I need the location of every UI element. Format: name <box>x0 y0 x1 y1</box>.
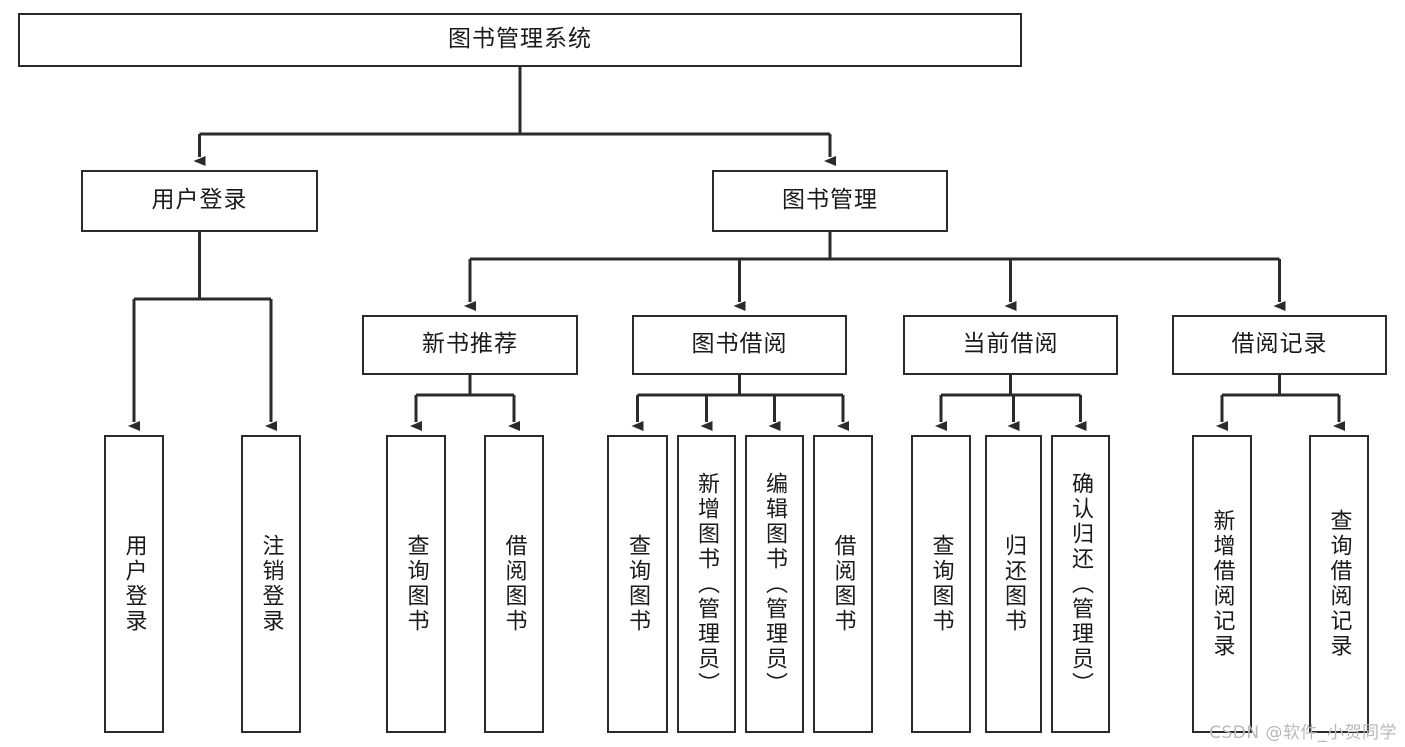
node-leaf-add-book-label: 新增图书（管理员） <box>694 471 720 697</box>
node-user-login[interactable]: 用户登录 <box>81 170 318 232</box>
node-leaf-edit-book[interactable]: 编辑图书（管理员） <box>745 435 804 733</box>
node-current-borrow[interactable]: 当前借阅 <box>903 315 1118 375</box>
node-leaf-query-book-1-label: 查询图书 <box>403 534 429 634</box>
node-leaf-query-book-2[interactable]: 查询图书 <box>607 435 668 733</box>
node-leaf-return-book-label: 归还图书 <box>1001 534 1027 634</box>
node-leaf-return-book[interactable]: 归还图书 <box>985 435 1042 733</box>
node-leaf-user-login-label: 用户登录 <box>121 534 147 634</box>
node-current-borrow-label: 当前借阅 <box>962 331 1059 358</box>
node-new-book-rec[interactable]: 新书推荐 <box>362 315 578 375</box>
node-leaf-add-record-label: 新增借阅记录 <box>1209 509 1235 659</box>
node-leaf-query-book-3[interactable]: 查询图书 <box>911 435 971 733</box>
node-book-borrow-label: 图书借阅 <box>691 331 788 358</box>
node-leaf-query-book-1[interactable]: 查询图书 <box>386 435 446 733</box>
node-leaf-borrow-book-2-label: 借阅图书 <box>830 534 856 634</box>
node-leaf-query-record-label: 查询借阅记录 <box>1326 509 1352 659</box>
node-leaf-borrow-book-1-label: 借阅图书 <box>501 534 527 634</box>
watermark-text: CSDN @软件_小贺同学 <box>1209 723 1397 743</box>
node-new-book-rec-label: 新书推荐 <box>422 331 518 358</box>
node-leaf-confirm-return-label: 确认归还（管理员） <box>1068 471 1094 697</box>
node-leaf-add-record[interactable]: 新增借阅记录 <box>1192 435 1252 733</box>
node-leaf-borrow-book-2[interactable]: 借阅图书 <box>813 435 873 733</box>
node-leaf-edit-book-label: 编辑图书（管理员） <box>762 471 788 697</box>
node-leaf-logout[interactable]: 注销登录 <box>241 435 301 733</box>
node-leaf-add-book[interactable]: 新增图书（管理员） <box>677 435 736 733</box>
node-leaf-query-book-2-label: 查询图书 <box>625 534 651 634</box>
node-leaf-logout-label: 注销登录 <box>258 534 284 634</box>
node-book-manage-label: 图书管理 <box>782 187 878 214</box>
node-leaf-query-record[interactable]: 查询借阅记录 <box>1309 435 1369 733</box>
node-leaf-user-login[interactable]: 用户登录 <box>104 435 164 733</box>
node-root[interactable]: 图书管理系统 <box>18 13 1022 67</box>
node-leaf-borrow-book-1[interactable]: 借阅图书 <box>484 435 544 733</box>
node-root-label: 图书管理系统 <box>448 26 592 53</box>
node-user-login-label: 用户登录 <box>151 187 248 214</box>
node-borrow-record-label: 借阅记录 <box>1231 331 1328 358</box>
node-book-manage[interactable]: 图书管理 <box>712 170 948 232</box>
node-leaf-query-book-3-label: 查询图书 <box>928 534 954 634</box>
node-borrow-record[interactable]: 借阅记录 <box>1172 315 1387 375</box>
node-leaf-confirm-return[interactable]: 确认归还（管理员） <box>1051 435 1110 733</box>
node-book-borrow[interactable]: 图书借阅 <box>632 315 847 375</box>
